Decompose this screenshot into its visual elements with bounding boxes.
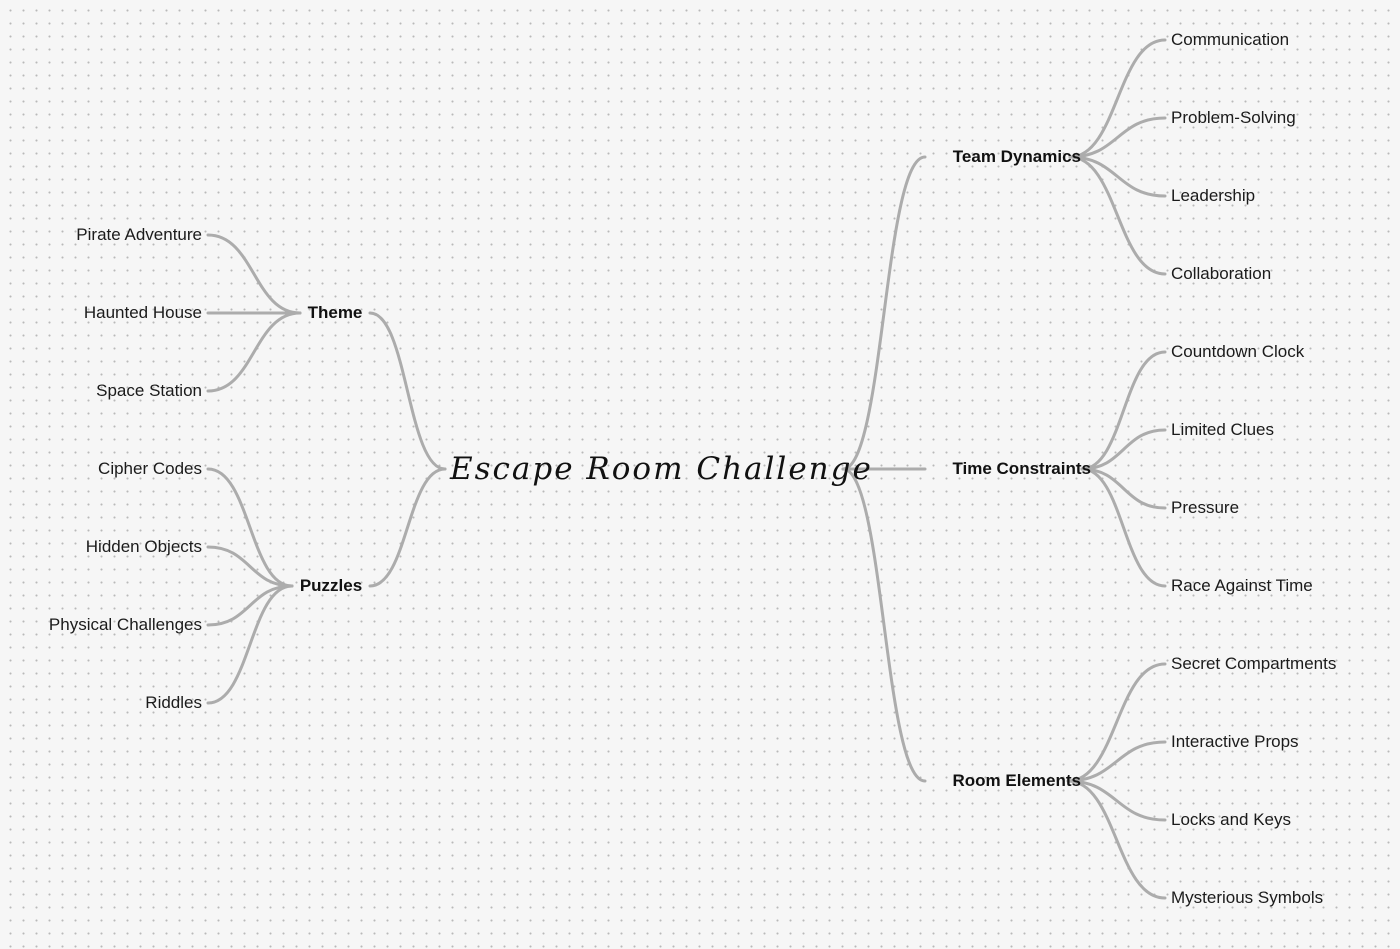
leaf-node-communication[interactable]: Communication (1171, 30, 1290, 49)
connector-line-15 (1068, 155, 1167, 198)
branch-node-theme[interactable]: Theme (307, 303, 363, 322)
root-node[interactable]: Escape Room Challenge (450, 451, 873, 487)
connector-line-3 (206, 233, 302, 315)
leaf-node-physical-challenges[interactable]: Physical Challenges (48, 615, 202, 634)
leaf-node-haunted-house[interactable]: Haunted House (83, 303, 202, 322)
connector-line-24 (1066, 779, 1167, 900)
leaf-node-interactive-props[interactable]: Interactive Props (1171, 732, 1299, 751)
leaf-node-race-against-time[interactable]: Race Against Time (1171, 576, 1313, 595)
leaf-node-space-station[interactable]: Space Station (96, 381, 202, 400)
branch-node-puzzles[interactable]: Puzzles (299, 576, 363, 595)
leaf-node-locks-and-keys[interactable]: Locks and Keys (1171, 810, 1292, 829)
leaf-node-leadership[interactable]: Leadership (1171, 186, 1256, 205)
leaf-node-limited-clues[interactable]: Limited Clues (1171, 420, 1274, 439)
connector-line-20 (1080, 467, 1167, 588)
connector-line-18 (1080, 428, 1167, 471)
connector-line-9 (206, 584, 294, 705)
connector-line-2 (368, 467, 447, 588)
connector-line-22 (1066, 740, 1167, 783)
connector-line-1 (368, 311, 447, 471)
connector-line-5 (206, 311, 302, 393)
branch-node-team-dynamics[interactable]: Team Dynamics (952, 147, 1081, 166)
connector-line-23 (1066, 779, 1167, 822)
connector-line-14 (1068, 116, 1167, 159)
connector-line-17 (1080, 350, 1167, 471)
leaf-node-mysterious-symbols[interactable]: Mysterious Symbols (1171, 888, 1324, 907)
connector-line-6 (206, 467, 294, 588)
connector-line-16 (1068, 155, 1167, 276)
leaf-node-countdown-clock[interactable]: Countdown Clock (1171, 342, 1305, 361)
leaf-node-hidden-objects[interactable]: Hidden Objects (85, 537, 202, 556)
connector-line-21 (1066, 662, 1167, 783)
leaf-node-cipher-codes[interactable]: Cipher Codes (98, 459, 202, 478)
leaf-node-pirate-adventure[interactable]: Pirate Adventure (76, 225, 202, 244)
connector-line-12 (841, 467, 927, 783)
branch-node-time-constraints[interactable]: Time Constraints (952, 459, 1091, 478)
connector-line-19 (1080, 467, 1167, 510)
leaf-node-secret-compartments[interactable]: Secret Compartments (1171, 654, 1337, 673)
leaf-node-collaboration[interactable]: Collaboration (1171, 264, 1272, 283)
leaf-node-pressure[interactable]: Pressure (1171, 498, 1240, 517)
connector-line-10 (841, 155, 927, 471)
leaf-node-problem-solving[interactable]: Problem-Solving (1171, 108, 1296, 127)
leaf-node-riddles[interactable]: Riddles (145, 693, 202, 712)
branch-node-room-elements[interactable]: Room Elements (952, 771, 1081, 790)
connector-line-8 (206, 584, 294, 627)
connector-line-7 (206, 545, 294, 588)
connector-line-13 (1068, 38, 1167, 159)
